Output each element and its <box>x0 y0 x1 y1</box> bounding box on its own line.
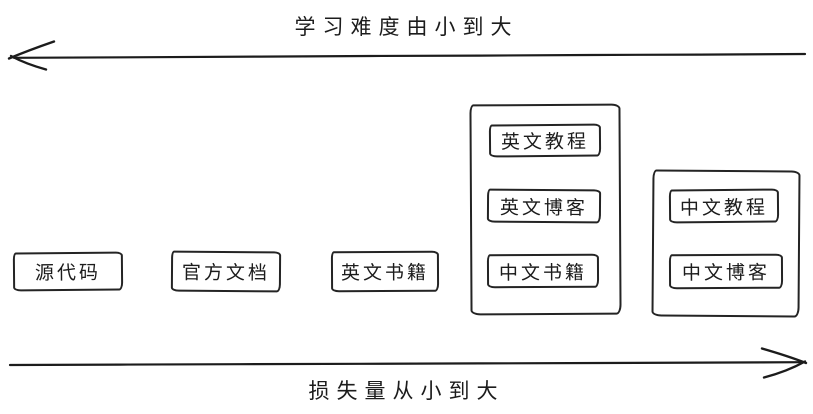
node-chinese-books: 中文书籍 <box>486 253 600 289</box>
node-chinese-tutorials: 中文教程 <box>668 188 780 224</box>
node-source-code-label: 源代码 <box>34 262 102 285</box>
node-official-docs-label: 官方文档 <box>181 262 271 285</box>
node-chinese-tutorials-label: 中文教程 <box>679 197 769 219</box>
bottom-axis-arrow-right <box>8 347 808 379</box>
node-english-books-label: 英文书籍 <box>340 262 430 285</box>
node-english-tutorials-label: 英文教程 <box>500 131 590 154</box>
bottom-axis-label: 损失量从小到大 <box>308 380 505 403</box>
node-english-tutorials: 英文教程 <box>488 123 602 158</box>
node-chinese-books-label: 中文书籍 <box>498 262 588 284</box>
node-chinese-blogs: 中文博客 <box>668 253 784 290</box>
top-axis-label: 学习难度由小到大 <box>294 16 519 39</box>
node-english-blogs-label: 英文博客 <box>499 197 589 219</box>
node-official-docs: 官方文档 <box>170 250 282 293</box>
node-english-blogs: 英文博客 <box>486 188 602 224</box>
top-axis-arrow-left <box>7 40 807 71</box>
node-english-books: 英文书籍 <box>330 250 440 293</box>
node-source-code: 源代码 <box>12 251 124 292</box>
node-chinese-blogs-label: 中文博客 <box>681 262 771 285</box>
